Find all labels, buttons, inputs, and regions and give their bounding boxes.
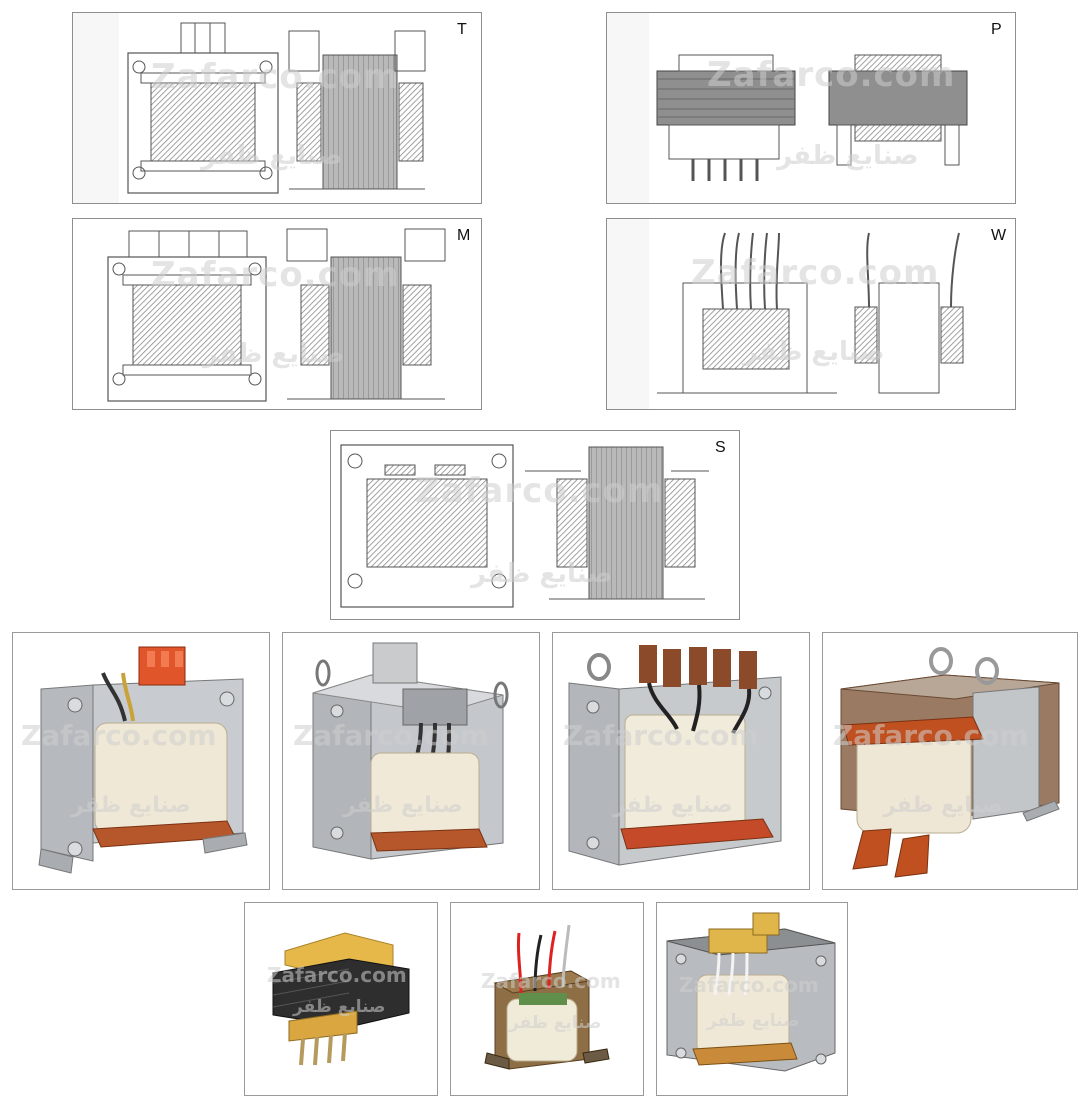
drawing-panel-s: S Zafarco.com صنایع ظفر xyxy=(330,430,740,620)
photo-transformer-6: Zafarco.com صنایع ظفر xyxy=(450,902,644,1096)
transformer-eyebolt-copper-bushings-icon xyxy=(568,645,782,866)
drawing-s-figure xyxy=(340,444,709,608)
photo-transformer-4: Zafarco.com صنایع ظفر xyxy=(822,632,1078,890)
drawing-m-figure xyxy=(107,228,446,402)
transformer-small-pcb-icon xyxy=(272,932,410,1066)
drawing-letter-w: W xyxy=(991,227,1007,244)
drawing-letter-m: M xyxy=(457,227,471,244)
photo-transformer-1: Zafarco.com صنایع ظفر xyxy=(12,632,270,890)
drawing-panel-t: T Zafarco.com صنایع ظفر xyxy=(72,12,482,204)
drawing-t-figure xyxy=(73,13,426,203)
drawing-p-figure xyxy=(607,13,968,203)
photo-transformer-5: Zafarco.com صنایع ظفر xyxy=(244,902,438,1096)
transformer-open-frame-orange-terminal-icon xyxy=(38,646,248,874)
transformer-eyebolt-busbar-icon xyxy=(840,647,1060,878)
drawing-w-figure xyxy=(607,219,964,409)
transformer-terminal-block-small-icon xyxy=(666,912,836,1072)
drawing-panel-m: M Zafarco.com صنایع ظفر xyxy=(72,218,482,410)
drawing-letter-p: P xyxy=(991,21,1002,38)
drawing-letter-s: S xyxy=(715,439,726,456)
drawing-panel-p: P Zafarco.com صنایع ظفر xyxy=(606,12,1016,204)
transformer-terminal-block-frame-icon xyxy=(312,642,509,860)
photo-transformer-7: Zafarco.com صنایع ظفر xyxy=(656,902,848,1096)
transformer-flying-leads-icon xyxy=(484,924,610,1070)
drawing-panel-w: W Zafarco.com صنایع ظفر xyxy=(606,218,1016,410)
photo-transformer-3: Zafarco.com صنایع ظفر xyxy=(552,632,810,890)
photo-transformer-2: Zafarco.com صنایع ظفر xyxy=(282,632,540,890)
drawing-letter-t: T xyxy=(457,21,467,38)
